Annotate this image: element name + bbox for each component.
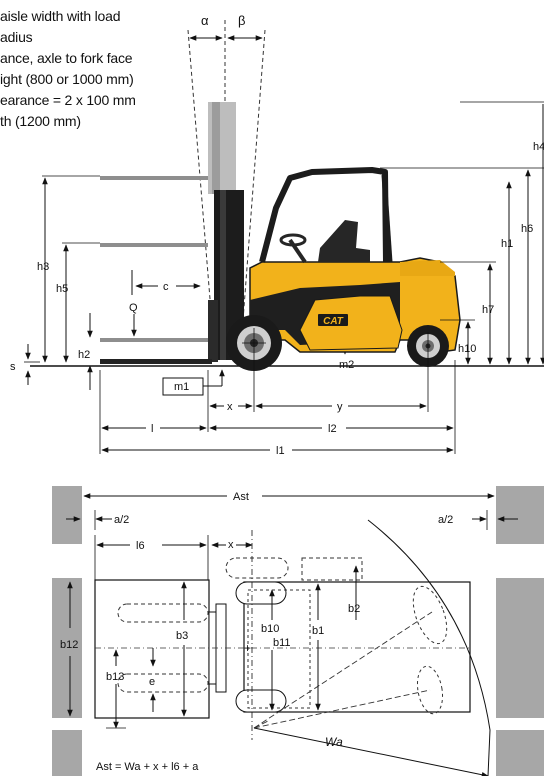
h10-label: h10 [458, 343, 476, 355]
note-line: aisle width with load [0, 8, 121, 24]
b12-label: b12 [60, 639, 78, 651]
load-pallet [94, 579, 210, 719]
cat-logo: CAT [323, 316, 344, 327]
top-view: Ast a/2 a/2 l6 x [52, 486, 544, 776]
q-label: Q [129, 302, 138, 314]
wall-block [496, 486, 544, 544]
l6-label: l6 [136, 540, 145, 552]
s-label: s [10, 361, 16, 373]
fork-raised-top [100, 176, 208, 180]
note-line: ight (800 or 1000 mm) [0, 71, 134, 87]
ast-label: Ast [233, 491, 249, 503]
m1-label: m1 [174, 381, 189, 393]
c-label: c [163, 281, 169, 293]
forklift-truck: CAT [226, 167, 461, 412]
ast-formula: Ast = Wa + x + l6 + a [96, 761, 199, 773]
h7-label: h7 [482, 304, 494, 316]
l-label: l [151, 423, 153, 435]
b2-label: b2 [348, 603, 360, 615]
dimension-notes: aisle width with load adius ance, axle t… [0, 0, 200, 160]
l2-label: l2 [328, 423, 337, 435]
fork-raised-mid [100, 243, 208, 247]
note-line: ance, axle to fork face [0, 50, 133, 66]
h3-label: h3 [37, 261, 49, 273]
m2-label: m2 [339, 359, 354, 371]
wall-block [496, 730, 544, 776]
h5-label: h5 [56, 283, 68, 295]
fork-carriage [208, 300, 218, 362]
e-label: e [149, 676, 155, 688]
b10-label: b10 [261, 623, 279, 635]
x-label: x [227, 401, 233, 413]
h2-label: h2 [78, 349, 90, 361]
alpha-label: α [201, 13, 209, 28]
note-line: earance = 2 x 100 mm [0, 92, 136, 108]
wa-label: Wa [325, 735, 343, 749]
a2-right-label: a/2 [438, 514, 453, 526]
fork-raised-low [100, 338, 208, 342]
side-view: α β h3 h5 h2 [10, 13, 544, 457]
truck-outline [243, 581, 471, 713]
turning-arc [367, 519, 491, 776]
h1-label: h1 [501, 238, 513, 250]
wall-block [52, 578, 82, 718]
top-x-label: x [228, 539, 234, 551]
turning-lines [253, 611, 433, 729]
fork-lowered [100, 359, 212, 364]
l1-label: l1 [276, 445, 285, 457]
note-line: adius [0, 29, 33, 45]
h4-label: h4 [533, 141, 544, 153]
wall-block [52, 486, 82, 544]
b1-label: b1 [312, 625, 324, 637]
beta-label: β [238, 13, 245, 28]
h6-label: h6 [521, 223, 533, 235]
wall-block [496, 578, 544, 718]
wall-block [52, 730, 82, 776]
a2-left-label: a/2 [114, 514, 129, 526]
note-line: th (1200 mm) [0, 113, 81, 129]
b11-label: b11 [273, 637, 291, 649]
center-mark: + [244, 641, 251, 655]
b3-label: b3 [176, 630, 188, 642]
y-label: y [337, 401, 343, 413]
b13-label: b13 [106, 671, 124, 683]
